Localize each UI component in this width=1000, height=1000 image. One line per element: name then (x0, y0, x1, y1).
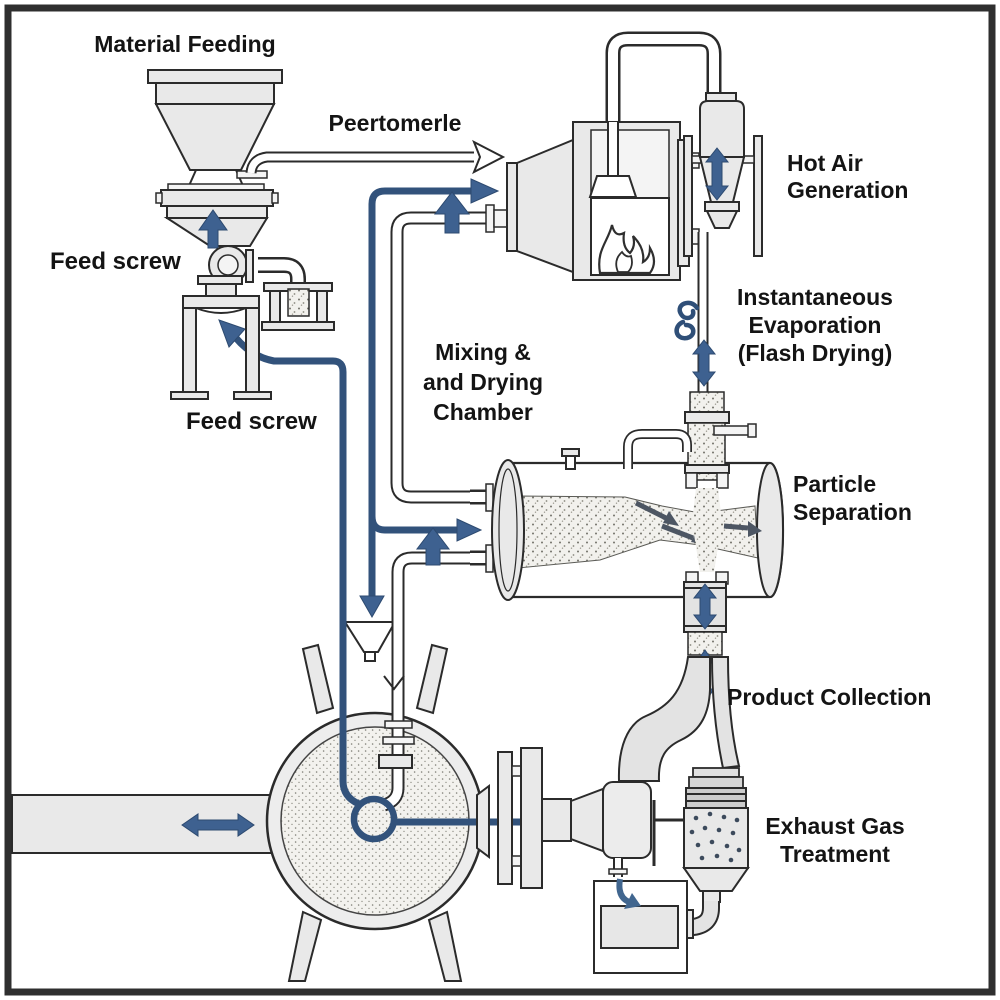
svg-text:Evaporation: Evaporation (749, 312, 882, 338)
label-exhaust-gas-treatment: Exhaust Gas Treatment (765, 813, 904, 867)
flow-arrow-vertical-icon (692, 583, 718, 630)
flow-tick-icon (383, 675, 405, 691)
exhaust-fan (602, 781, 692, 877)
flow-arrow-icon (624, 893, 641, 909)
label-instantaneous-evaporation: Instantaneous Evaporation (Flash Drying) (737, 284, 893, 366)
support-prong-left (301, 643, 335, 715)
pipe-clamp (378, 754, 413, 769)
flow-arrow-icon (218, 319, 246, 348)
svg-text:Separation: Separation (793, 499, 912, 525)
label-particle-separation: Particle Separation (793, 471, 912, 525)
pipe-flange (485, 204, 495, 233)
flash-column (623, 391, 757, 572)
flow-arrow-up-icon (198, 209, 228, 249)
svg-text:Exhaust Gas: Exhaust Gas (765, 813, 904, 839)
frame-post-right (753, 135, 763, 257)
svg-text:Particle: Particle (793, 471, 876, 497)
label-peertomerle: Peertomerle (329, 110, 462, 136)
pipe-flange (384, 720, 413, 729)
flow-arrow-vertical-icon (704, 147, 730, 201)
water-box-unit (593, 878, 688, 974)
scrubber-body (683, 807, 749, 869)
svg-text:Treatment: Treatment (780, 841, 890, 867)
flow-arrow-up-icon (433, 191, 471, 234)
svg-text:Chamber: Chamber (433, 399, 533, 425)
separation-drum (470, 448, 785, 601)
label-hot-air-generation: Hot Air Generation (787, 150, 908, 203)
drum-end-cap-left (491, 459, 525, 601)
feed-air-line (236, 139, 506, 179)
svg-text:Instantaneous: Instantaneous (737, 284, 893, 310)
flow-arrow-vertical-icon (691, 339, 717, 387)
pipe-flange (382, 736, 415, 745)
furnace-cyclone-duct (605, 31, 722, 121)
rotor-ring (350, 795, 398, 843)
steam-swirl-icon (674, 300, 700, 341)
drum-end-cap-right (756, 462, 784, 598)
vessel-leg-right (427, 910, 463, 982)
support-prong-right (415, 643, 449, 715)
rotary-mixing-vessel (11, 643, 485, 982)
vessel-leg-left (287, 910, 323, 982)
flame-icon (598, 224, 656, 275)
flow-arrow-down-icon (359, 595, 385, 619)
flow-arrow-up-icon (415, 527, 451, 566)
flow-arrow-right-icon (470, 178, 500, 204)
vibrating-sieve (261, 282, 335, 331)
feed-screw-stand (182, 295, 260, 309)
material-feeding-hopper (147, 69, 306, 400)
svg-text:Mixing &: Mixing & (435, 339, 531, 365)
drain-arrow (616, 878, 631, 905)
water-box (600, 905, 679, 949)
flow-arrow-horizontal-icon (181, 813, 255, 837)
falling-particles (692, 488, 722, 572)
recirculation-pipe (390, 211, 489, 504)
burner-cone (516, 138, 574, 274)
svg-text:Generation: Generation (787, 177, 908, 203)
particle-dots (689, 811, 742, 863)
flow-arrow-right-icon (456, 518, 483, 542)
drive-train (476, 747, 604, 889)
frame-post-left (683, 135, 693, 257)
exhaust-treatment-vessel (675, 767, 750, 939)
blue-feed-pipe (359, 178, 500, 619)
label-mixing-drying-chamber: Mixing & and Drying Chamber (423, 339, 543, 425)
svg-text:and Drying: and Drying (423, 369, 543, 395)
label-feed-screw-upper: Feed screw (50, 248, 181, 275)
svg-text:Hot Air: Hot Air (787, 150, 863, 176)
open-arrow-icon (472, 139, 506, 175)
feed-funnel (343, 621, 397, 662)
drum-top-valve (561, 448, 580, 470)
svg-text:(Flash Drying): (Flash Drying) (738, 340, 893, 366)
exhaust-ducting (617, 656, 741, 782)
particle-flow-arrows (634, 500, 762, 545)
label-material-feeding: Material Feeding (94, 31, 275, 57)
dip-tube-pipe (378, 551, 487, 812)
cyclone-body (699, 100, 745, 158)
hot-air-cyclone (683, 92, 763, 257)
flash-drying-line (674, 232, 717, 392)
label-product-collection: Product Collection (727, 684, 931, 710)
label-feed-screw-lower: Feed screw (186, 408, 317, 435)
